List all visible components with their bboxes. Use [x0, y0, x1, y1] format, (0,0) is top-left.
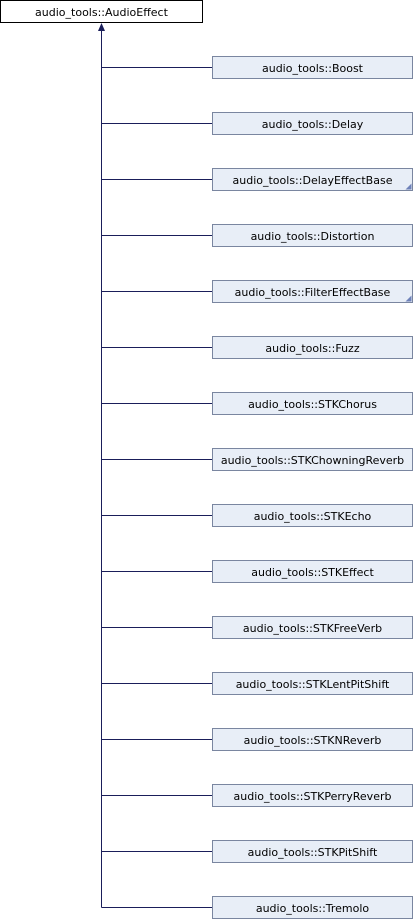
more-subclasses-marker-icon [405, 295, 412, 302]
derived-class-box [212, 168, 413, 191]
derived-class-node[interactable]: audio_tools::STKChowningReverb [212, 448, 413, 471]
derived-class-node[interactable]: audio_tools::Tremolo [212, 896, 413, 919]
derived-class-box [212, 672, 413, 695]
derived-class-label: audio_tools::STKFreeVerb [243, 622, 382, 635]
derived-class-label: audio_tools::STKNReverb [244, 734, 382, 747]
inheritance-edges [98, 23, 213, 908]
derived-class-box [212, 56, 413, 79]
inheritance-arrowhead [98, 23, 105, 31]
derived-class-node[interactable]: audio_tools::Fuzz [212, 336, 413, 359]
derived-class-box [212, 392, 413, 415]
derived-class-node[interactable]: audio_tools::STKChorus [212, 392, 413, 415]
base-class-box [0, 0, 203, 23]
derived-class-box [212, 784, 413, 807]
derived-class-node[interactable]: audio_tools::STKPitShift [212, 840, 413, 863]
derived-class-node[interactable]: audio_tools::Distortion [212, 224, 413, 247]
derived-class-label: audio_tools::STKPitShift [248, 846, 378, 859]
derived-class-label: audio_tools::FilterEffectBase [235, 286, 391, 299]
derived-class-node[interactable]: audio_tools::STKEcho [212, 504, 413, 527]
derived-class-label: audio_tools::Distortion [251, 230, 375, 243]
derived-class-box [212, 448, 413, 471]
derived-class-box [212, 224, 413, 247]
derived-class-box [212, 280, 413, 303]
derived-class-label: audio_tools::STKPerryReverb [234, 790, 392, 803]
derived-class-nodes: audio_tools::Boostaudio_tools::Delayaudi… [212, 56, 413, 919]
derived-class-box [212, 560, 413, 583]
derived-class-node[interactable]: audio_tools::STKPerryReverb [212, 784, 413, 807]
base-class-node[interactable]: audio_tools::AudioEffect [0, 0, 203, 23]
derived-class-node[interactable]: audio_tools::Boost [212, 56, 413, 79]
derived-class-node[interactable]: audio_tools::STKFreeVerb [212, 616, 413, 639]
derived-class-label: audio_tools::STKEffect [251, 566, 374, 579]
derived-class-label: audio_tools::STKLentPitShift [236, 678, 390, 691]
base-class-label: audio_tools::AudioEffect [35, 6, 169, 19]
derived-class-label: audio_tools::Fuzz [265, 342, 359, 355]
derived-class-node[interactable]: audio_tools::STKLentPitShift [212, 672, 413, 695]
derived-class-node[interactable]: audio_tools::DelayEffectBase [212, 168, 413, 191]
derived-class-box [212, 840, 413, 863]
derived-class-box [212, 896, 413, 919]
derived-class-box [212, 112, 413, 135]
derived-class-box [212, 728, 413, 751]
derived-class-label: audio_tools::STKEcho [254, 510, 372, 523]
derived-class-label: audio_tools::DelayEffectBase [233, 174, 393, 187]
derived-class-label: audio_tools::Delay [262, 118, 364, 131]
derived-class-box [212, 504, 413, 527]
more-subclasses-marker-icon [405, 183, 412, 190]
derived-class-label: audio_tools::STKChowningReverb [221, 454, 404, 467]
derived-class-node[interactable]: audio_tools::STKNReverb [212, 728, 413, 751]
derived-class-label: audio_tools::Boost [262, 62, 364, 75]
derived-class-node[interactable]: audio_tools::STKEffect [212, 560, 413, 583]
derived-class-label: audio_tools::Tremolo [256, 902, 370, 915]
derived-class-node[interactable]: audio_tools::FilterEffectBase [212, 280, 413, 303]
derived-class-label: audio_tools::STKChorus [248, 398, 377, 411]
derived-class-box [212, 336, 413, 359]
derived-class-box [212, 616, 413, 639]
derived-class-node[interactable]: audio_tools::Delay [212, 112, 413, 135]
